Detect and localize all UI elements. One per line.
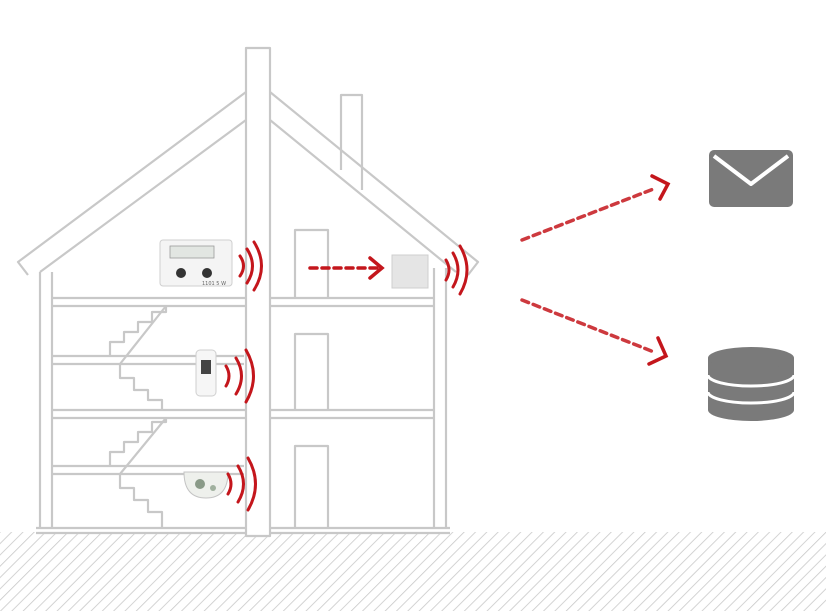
signal-waves-heat-meter — [238, 240, 263, 292]
envelope-icon — [709, 150, 793, 207]
door-sensor-icon — [195, 349, 217, 397]
heat-meter-label: 1101 5 W — [202, 281, 226, 287]
smoke-detector-icon — [183, 471, 229, 499]
signal-waves-smoke-detector — [226, 456, 257, 512]
heat-meter-icon: 1101 5 W — [159, 239, 233, 287]
arrow-to-database — [520, 298, 669, 366]
gateway-box-icon — [391, 254, 429, 289]
arrow-meter-to-gateway — [308, 256, 385, 280]
signal-waves-door-sensor — [224, 348, 255, 404]
ground-hatch — [0, 532, 826, 611]
house-outline — [16, 46, 480, 538]
arrow-to-email — [520, 174, 671, 242]
database-icon — [706, 347, 796, 421]
signal-waves-gateway — [444, 244, 469, 296]
